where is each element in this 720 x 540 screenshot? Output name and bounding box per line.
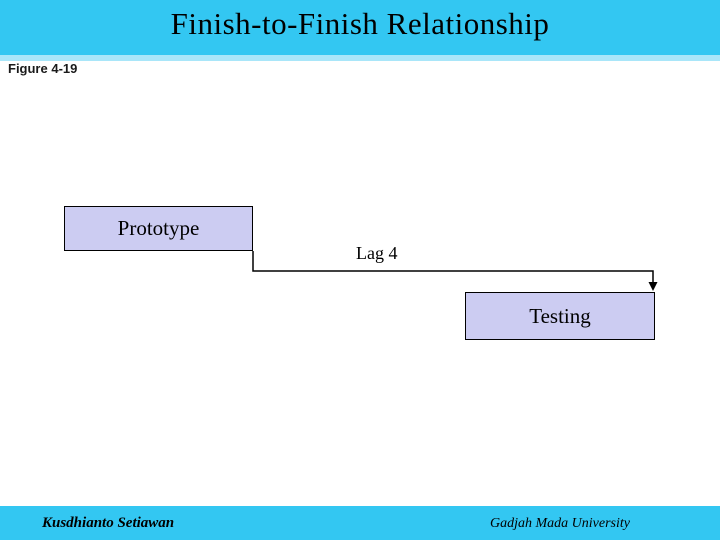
task-box-prototype: Prototype — [64, 206, 253, 251]
footer-band: Kusdhianto Setiawan Gadjah Mada Universi… — [0, 506, 720, 540]
header-accent-strip — [0, 55, 720, 61]
header-band: Finish-to-Finish Relationship — [0, 0, 720, 55]
task-box-prototype-label: Prototype — [117, 216, 200, 240]
lag-label: Lag 4 — [356, 243, 398, 263]
arrowhead-down-icon — [648, 282, 658, 291]
footer-institution: Gadjah Mada University — [490, 516, 630, 531]
task-box-testing: Testing — [465, 292, 655, 340]
slide-title: Finish-to-Finish Relationship — [170, 6, 550, 41]
figure-label: Figure 4-19 — [8, 61, 78, 76]
task-box-testing-label: Testing — [529, 303, 591, 328]
footer-author: Kusdhianto Setiawan — [42, 515, 175, 531]
connector-line — [252, 251, 654, 283]
